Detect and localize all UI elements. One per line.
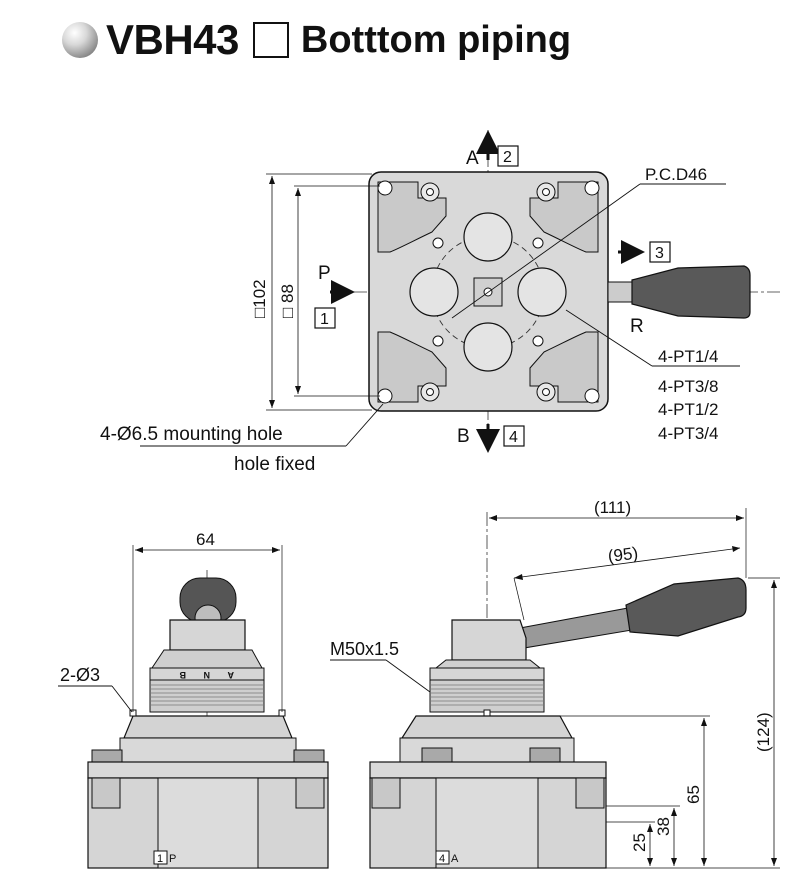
thread-spec-3: 4-PT1/2 [658, 400, 718, 419]
checkbox-square-icon [252, 22, 289, 58]
dim-inner-label: □ 88 [278, 284, 297, 318]
thread-spec-2: 4-PT3/8 [658, 377, 718, 396]
top-view: A 2 B 4 P 1 3 R P.C.D46 4-PT1/4 4-PT3/8 … [100, 130, 780, 475]
dim-total-height-label: (124) [754, 712, 773, 752]
port-a-letter: A [466, 148, 479, 169]
hole-fixed-note: hole fixed [234, 454, 315, 475]
page-title: VBH43 Botttom piping [62, 14, 571, 66]
port-a-num: 2 [503, 149, 512, 166]
thread-spec-1: 4-PT1/4 [658, 347, 718, 366]
dim-height-38-label: 38 [654, 817, 673, 836]
knob-letter-a: A [227, 670, 234, 680]
port-r-letter: R [630, 316, 644, 337]
port-openings [409, 212, 567, 372]
dim-outer-label: □102 [250, 279, 269, 318]
front-port-num: 1 [157, 853, 163, 865]
handle-shaft [607, 281, 635, 303]
dim-height-25-label: 25 [630, 833, 649, 852]
front-port-letter: P [169, 853, 176, 865]
thread-note-label: M50x1.5 [330, 639, 399, 659]
port-exhaust-num: 3 [655, 245, 664, 262]
pin-note-label: 2-Ø3 [60, 665, 100, 685]
pcd-label: P.C.D46 [645, 165, 707, 184]
port-b-letter: B [457, 426, 470, 447]
lever-grip [625, 577, 747, 637]
port-p-letter: P [318, 263, 331, 284]
mounting-holes [377, 180, 600, 404]
model-name: VBH43 [106, 16, 239, 63]
mounting-hole-note: 4-Ø6.5 mounting hole [100, 424, 283, 445]
side-view: M50x1.5 (111) (95) (124) 65 38 25 4 A [330, 498, 780, 869]
port-p-num: 1 [320, 311, 329, 328]
piping-description: Botttom piping [300, 18, 572, 61]
side-port-letter: A [451, 853, 459, 865]
bullet-ball-icon [62, 22, 98, 58]
handle-grip [631, 265, 751, 319]
port-b-num: 4 [509, 429, 518, 446]
side-port-num: 4 [439, 853, 445, 865]
dim-lever-reach-label: (111) [594, 498, 631, 517]
knob-letter-n: N [204, 670, 211, 680]
dim-height-65-label: 65 [684, 785, 703, 804]
knob-letter-b: B [179, 670, 186, 680]
thread-spec-4: 4-PT3/4 [658, 424, 718, 443]
front-view: B N A 64 2-Ø3 1 [58, 530, 329, 869]
dim-width-label: 64 [196, 530, 215, 549]
dim-lever-length-label: (95) [607, 543, 639, 566]
lever-shaft [519, 607, 633, 649]
